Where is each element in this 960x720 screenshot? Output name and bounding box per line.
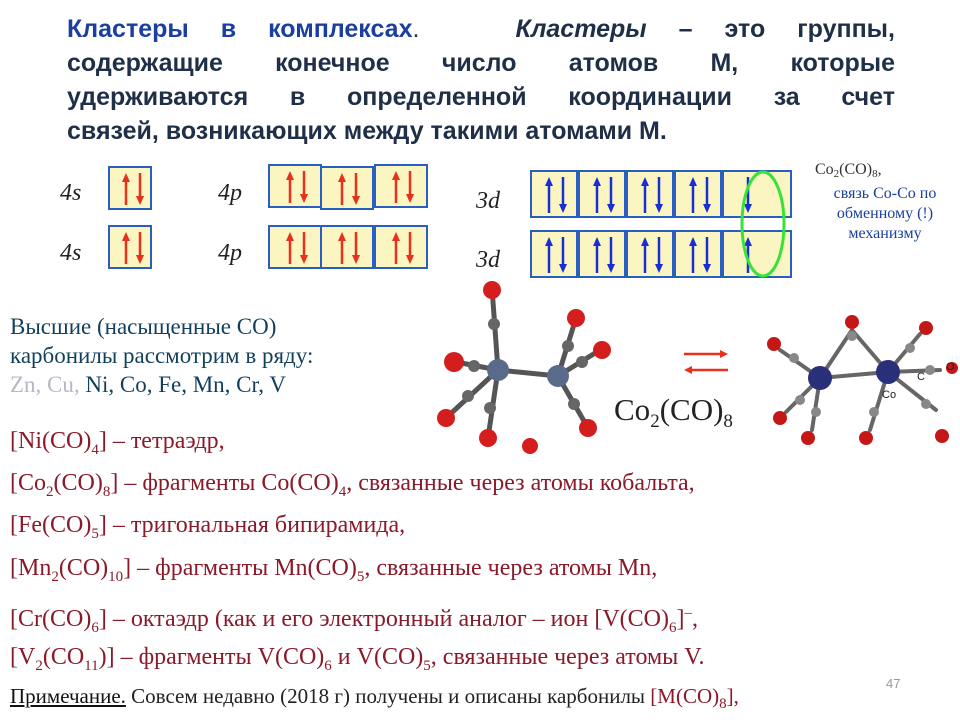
orbital-3d-box-top-1: [530, 170, 578, 218]
label-4s-bottom: 4s: [60, 240, 82, 266]
co2co8-structure-unbridged: C O Co: [767, 315, 958, 445]
footer-note: Примечание. Совсем недавно (2018 г) полу…: [10, 684, 739, 713]
heading-line-3: удерживаются в определенной координации …: [67, 83, 895, 111]
highlight-ellipse: [740, 170, 786, 278]
intro-series: Zn, Cu, Ni, Co, Fe, Mn, Cr, V: [10, 370, 440, 399]
page-number: 47: [886, 676, 901, 691]
intro-line-1: Высшие (насыщенные СО): [10, 314, 277, 339]
orbital-4p-box-bottom-3: [374, 225, 428, 269]
list-item-fe: [Fe(CO)5] – тригональная бипирамида,: [10, 512, 406, 542]
orbital-3d-box-top-2: [578, 170, 626, 218]
footer-text: Совсем недавно (2018 г) получены и описа…: [125, 684, 651, 708]
orbital-3d-box-bottom-1: [530, 230, 578, 278]
co2co8-label: Co2(CO)8: [614, 392, 733, 433]
label-4s-top: 4s: [60, 180, 82, 206]
orbital-4p-box-bottom-1: [268, 225, 322, 269]
label-4p-top: 4p: [218, 180, 242, 206]
label-3d-bottom: 3d: [476, 247, 500, 273]
molecule-label-co: Co: [882, 389, 896, 401]
footer-label: Примечание.: [10, 684, 126, 708]
orbital-3d-box-top-3: [626, 170, 674, 218]
heading: Кластеры в комплексах. Кластеры – это гр…: [67, 12, 895, 148]
footer-formula: [M(CO)8],: [650, 684, 739, 713]
definition-start: – это группы,: [678, 15, 895, 43]
orbital-3d-box-bottom-3: [626, 230, 674, 278]
orbital-4s-box-bottom: [108, 225, 152, 269]
co-bond-note: Co2(CO)8, связь Co-Co по обменному (!) м…: [815, 160, 955, 244]
molecule-label-c: C: [917, 371, 925, 383]
intro-line-2: карбонилы рассмотрим в ряду:: [10, 343, 314, 368]
orbital-4p-box-top-2: [320, 166, 374, 210]
equilibrium-arrows: [684, 350, 728, 374]
orbital-3d-box-top-4: [674, 170, 722, 218]
orbital-4p-box-top-1: [268, 164, 322, 208]
orbital-3d-box-bottom-2: [578, 230, 626, 278]
intro-text: Высшие (насыщенные СО) карбонилы рассмот…: [10, 312, 440, 399]
molecule-label-o: O: [946, 361, 955, 373]
list-item-ni: [Ni(CO)4] – тетраэдр,: [10, 428, 225, 458]
label-4p-bottom: 4p: [218, 240, 242, 266]
orbital-4p-box-bottom-2: [320, 225, 374, 269]
heading-dot: .: [412, 15, 420, 43]
orbital-4s-box-top: [108, 166, 152, 210]
note-text: связь Co-Co по обменному (!) механизму: [833, 185, 937, 242]
heading-title: Кластеры в комплексах: [67, 15, 413, 43]
orbital-4p-box-top-3: [374, 164, 428, 208]
list-item-mn: [Mn2(CO)10] – фрагменты Mn(CO)5, связанн…: [10, 555, 658, 585]
list-item-v: [V2(CO11)] – фрагменты V(CO)6 и V(CO)5, …: [10, 644, 705, 674]
note-formula: Co2(CO)8,: [815, 161, 882, 180]
definition-term: Кластеры: [515, 15, 647, 43]
series-grey: Zn, Cu,: [10, 372, 80, 397]
heading-line-2: содержащие конечное число атомов М, кото…: [67, 49, 895, 77]
series-rest: Ni, Co, Fe, Mn, Cr, V: [79, 372, 286, 397]
orbital-3d-box-bottom-4: [674, 230, 722, 278]
label-3d-top: 3d: [476, 188, 500, 214]
heading-line-4: связей, возникающих между такими атомами…: [67, 117, 667, 145]
orbital-3d-box-top-5: [722, 170, 792, 218]
list-item-co: [Co2(CO)8] – фрагменты Co(CO)4, связанны…: [10, 470, 695, 500]
list-item-cr: [Cr(CO)6] – октаэдр (как и его электронн…: [10, 605, 699, 636]
co2co8-structure-bridged: [437, 281, 611, 454]
